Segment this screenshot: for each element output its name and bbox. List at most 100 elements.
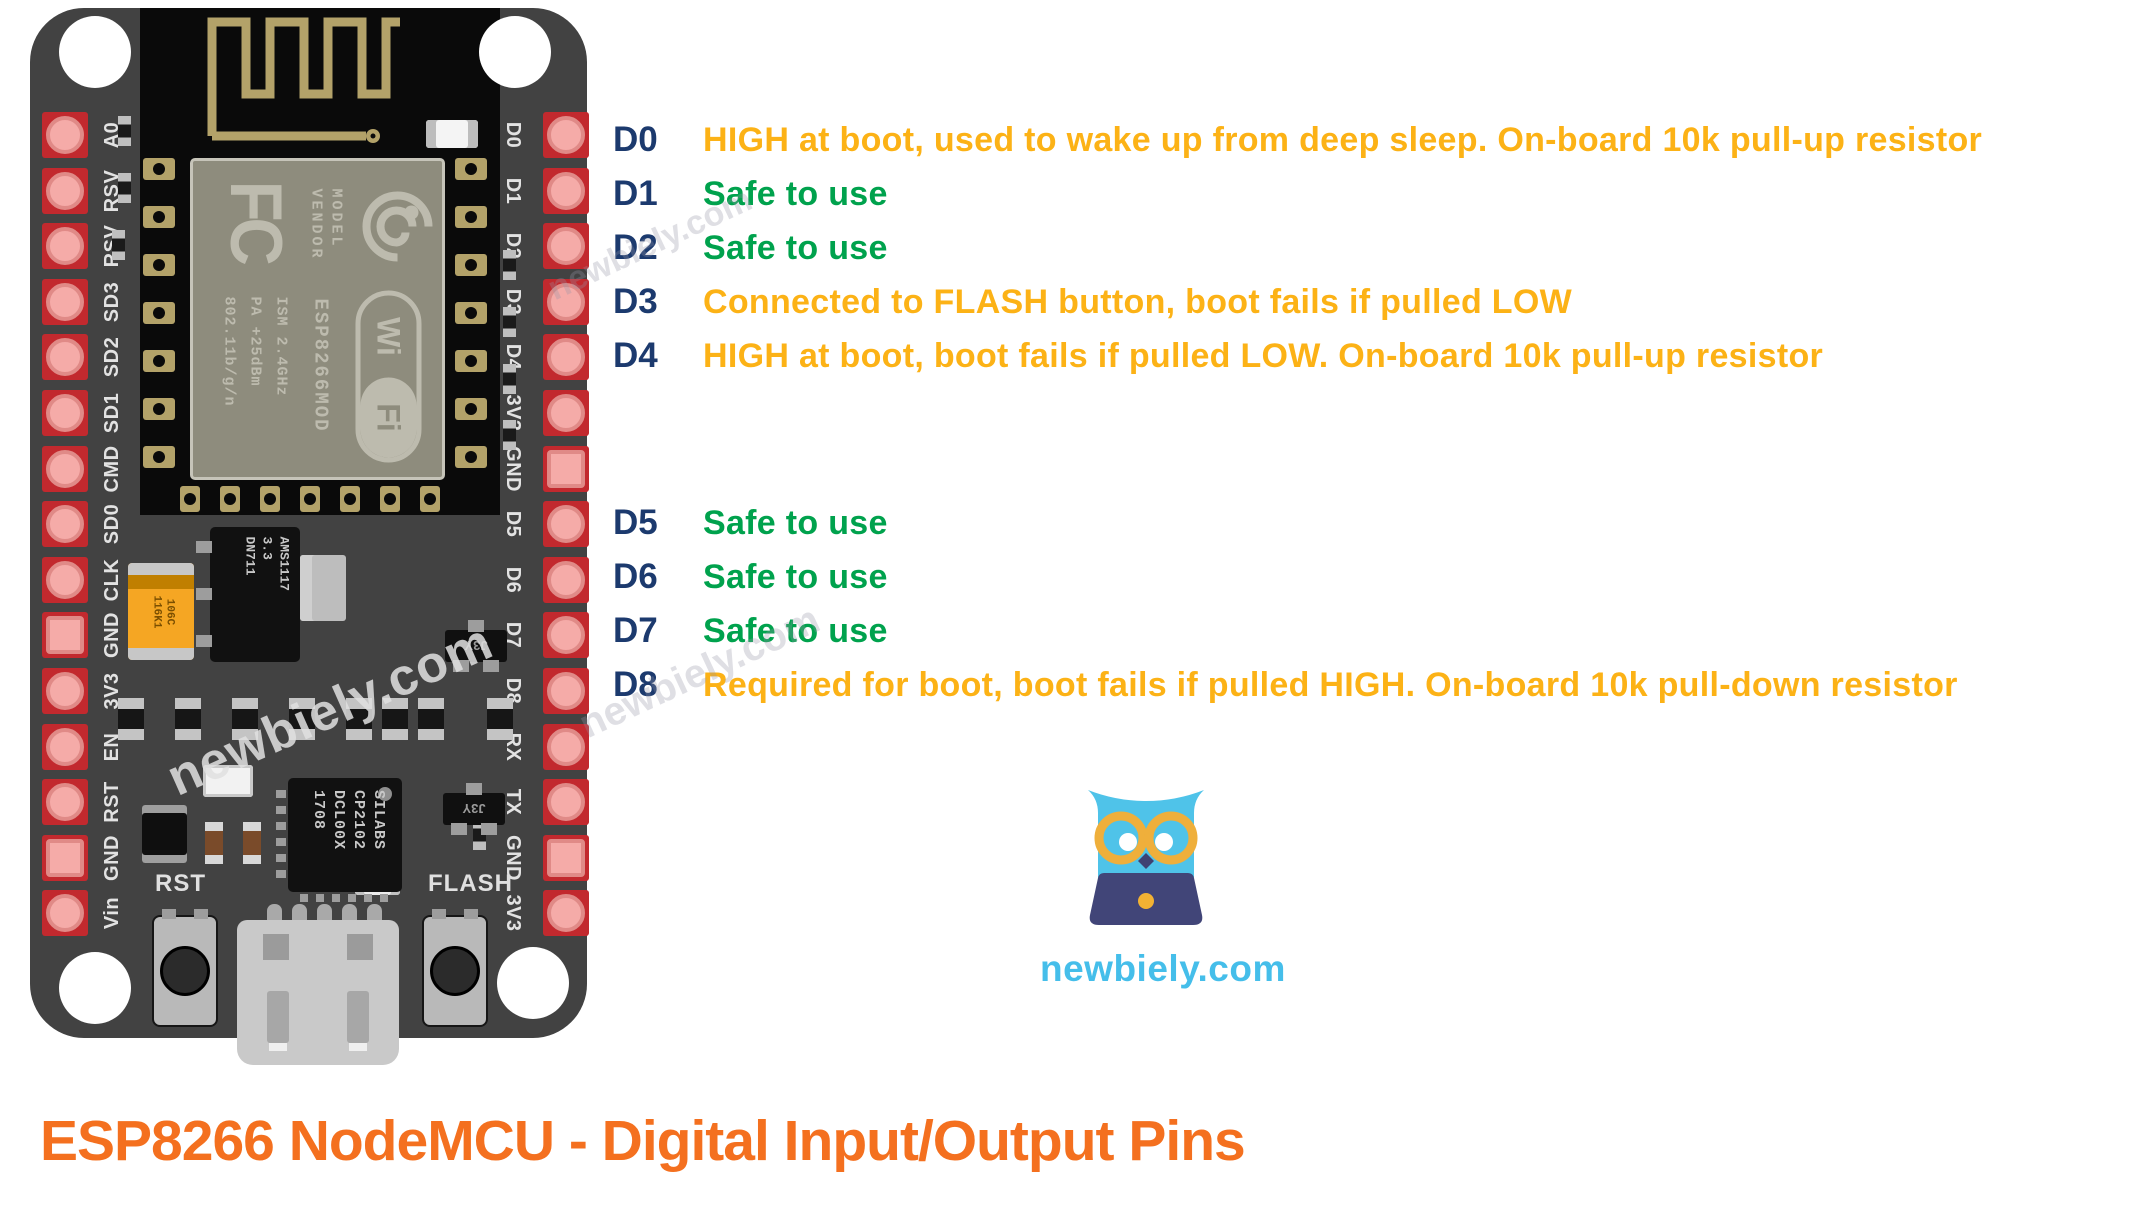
chip-leg xyxy=(276,838,286,846)
pin: RSV xyxy=(30,163,150,219)
pin-description: Safe to use xyxy=(703,503,888,542)
pin: D1 xyxy=(472,163,589,219)
pin: SD2 xyxy=(30,329,150,385)
flash-button[interactable] xyxy=(422,909,488,1027)
pin-name: D8 xyxy=(613,665,658,704)
pin-pad xyxy=(543,223,589,270)
smd-capacitor xyxy=(243,822,261,864)
pin-description-row: D3 Connected to FLASH button, boot fails… xyxy=(613,275,1982,329)
smd-component xyxy=(118,116,131,146)
pin-pad xyxy=(543,278,589,325)
chip-leg xyxy=(380,894,388,902)
pin-hole xyxy=(547,282,585,321)
pin-hole xyxy=(547,783,585,822)
pin-hole xyxy=(547,894,585,933)
pin-label: A0 xyxy=(100,121,123,149)
resistor xyxy=(175,698,201,740)
module-pad xyxy=(143,398,175,420)
reset-button-cap xyxy=(160,946,210,996)
led xyxy=(203,765,253,797)
pin-hole xyxy=(547,116,585,154)
pin-pad xyxy=(42,723,88,770)
shield-vendor-text: MODEL VENDOR xyxy=(307,188,345,261)
pin: 3V3 xyxy=(472,885,589,941)
smd-component xyxy=(503,250,516,280)
pin-pad xyxy=(42,167,88,214)
module-pad xyxy=(455,206,487,228)
usb-pin xyxy=(367,904,382,922)
pin-label: D6 xyxy=(502,566,525,594)
pin-pad xyxy=(42,834,88,881)
pin-label: SD1 xyxy=(100,392,123,434)
transistor: J3Y xyxy=(443,783,505,835)
module-pad xyxy=(143,254,175,276)
pin-pad xyxy=(543,167,589,214)
pin: CMD xyxy=(30,441,150,497)
reset-button-label: RST xyxy=(155,870,206,897)
smd-component xyxy=(426,120,478,148)
smd-component xyxy=(112,230,125,260)
module-pad xyxy=(380,486,400,512)
pin: D2 xyxy=(472,218,589,274)
pin-hole xyxy=(547,338,585,377)
pin-label: SD3 xyxy=(100,281,123,322)
reset-button[interactable] xyxy=(152,909,218,1027)
pin-hole xyxy=(46,671,84,710)
esp8266-shield: MODEL VENDOR FC ESP8266MOD ISM 2.4GHz PA… xyxy=(190,158,445,480)
pin: SD3 xyxy=(30,274,150,330)
module-pad xyxy=(143,350,175,372)
resistor xyxy=(232,698,258,740)
right-pin-header: D0 D1 D2 D3 D4 xyxy=(472,107,589,941)
pin: D8 xyxy=(472,663,589,719)
flash-button-label: FLASH xyxy=(428,870,513,897)
pin-pad xyxy=(42,223,88,270)
chip-leg xyxy=(196,588,212,600)
module-pad xyxy=(455,254,487,276)
regulator-tab xyxy=(300,555,346,621)
pin: 3V3 xyxy=(30,663,150,719)
pin: GND xyxy=(472,830,589,886)
pin: CLK xyxy=(30,552,150,608)
smd-component xyxy=(503,307,516,337)
resistor xyxy=(382,698,408,740)
esp8266-nodemcu-board: MODEL VENDOR FC ESP8266MOD ISM 2.4GHz PA… xyxy=(30,8,589,1065)
wifi-antenna-trace xyxy=(207,17,400,143)
pin: A0 xyxy=(30,107,150,163)
micro-usb-port[interactable] xyxy=(237,920,399,1065)
owl-laptop-icon xyxy=(1088,790,1204,925)
pin: GND xyxy=(472,441,589,497)
pin-pad xyxy=(42,667,88,714)
pin-hole xyxy=(547,616,585,655)
pin-pad xyxy=(42,112,88,158)
module-pad xyxy=(220,486,240,512)
pin-pad xyxy=(42,334,88,381)
module-pad xyxy=(420,486,440,512)
resistor xyxy=(487,698,513,740)
pin-hole xyxy=(46,894,84,933)
usb-detail xyxy=(263,934,289,960)
chip-leg xyxy=(276,854,286,862)
pin: SD0 xyxy=(30,496,150,552)
mounting-hole xyxy=(479,16,551,88)
chip-pin1-dot xyxy=(378,787,392,801)
pin-hole xyxy=(46,783,84,822)
pin-description: Connected to FLASH button, boot fails if… xyxy=(703,282,1572,321)
pin-hole xyxy=(46,838,84,877)
chip-leg xyxy=(481,823,497,835)
pin-pad xyxy=(42,556,88,603)
pin-hole xyxy=(46,171,84,210)
pin-name: D2 xyxy=(613,228,658,267)
pin-pad xyxy=(42,501,88,548)
usb-uart-chip: SILABS CP2102 DCL00X 1708 xyxy=(276,778,402,902)
transistor-marking: J3Y xyxy=(462,801,486,817)
usb-pin xyxy=(342,904,357,922)
smd-component xyxy=(503,420,516,450)
pin-description: Safe to use xyxy=(703,228,888,267)
usb-uart-chip-marking: SILABS CP2102 DCL00X 1708 xyxy=(310,790,387,851)
resistor xyxy=(289,698,315,740)
pin-description-row: D2 Safe to use xyxy=(613,221,1982,275)
pin: Vin xyxy=(30,885,150,941)
pin-pad xyxy=(543,501,589,548)
pin-pad xyxy=(42,612,88,659)
mounting-hole xyxy=(59,952,131,1024)
